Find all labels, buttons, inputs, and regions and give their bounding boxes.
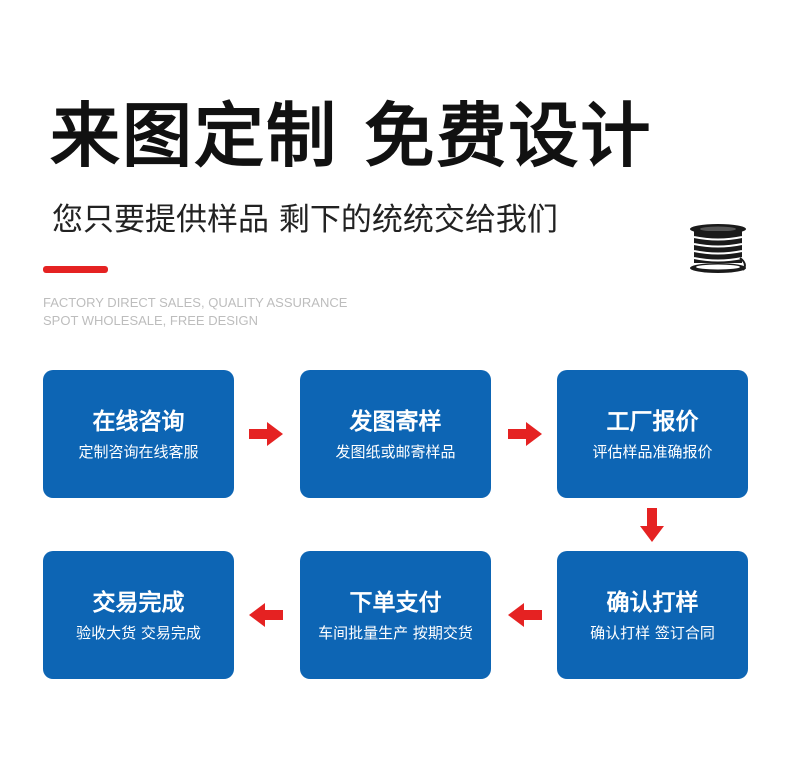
step-desc: 评估样品准确报价 [592,443,713,461]
step-box-2: 发图寄样 发图纸或邮寄样品 [300,370,491,498]
step-box-1: 在线咨询 定制咨询在线客服 [43,370,234,498]
step-desc: 发图纸或邮寄样品 [335,443,456,461]
step-desc: 验收大货 交易完成 [76,624,201,642]
step-box-6: 交易完成 验收大货 交易完成 [43,551,234,679]
step-desc: 车间批量生产 按期交货 [318,624,473,642]
step-desc: 确认打样 签订合同 [590,624,715,642]
page-subtitle: 您只要提供样品 剩下的统统交给我们 [52,202,558,238]
arrow-down-icon [640,508,664,542]
step-title: 交易完成 [92,590,185,616]
arrow-left-icon [508,603,542,627]
step-desc: 定制咨询在线客服 [78,443,199,461]
english-tagline-1: FACTORY DIRECT SALES, QUALITY ASSURANCE [43,295,348,310]
page-title: 来图定制 免费设计 [50,95,653,177]
step-box-5: 下单支付 车间批量生产 按期交货 [300,551,491,679]
step-title: 工厂报价 [606,409,699,435]
arrow-right-icon [249,422,283,446]
arrow-left-icon [249,603,283,627]
accent-bar [43,266,108,273]
step-box-4: 确认打样 确认打样 签订合同 [557,551,748,679]
english-tagline-2: SPOT WHOLESALE, FREE DESIGN [43,313,259,328]
arrow-right-icon [508,422,542,446]
step-box-3: 工厂报价 评估样品准确报价 [557,370,748,498]
step-title: 下单支付 [349,590,442,616]
step-title: 在线咨询 [92,409,185,435]
cable-spool-icon [690,224,746,273]
step-title: 发图寄样 [349,409,442,435]
step-title: 确认打样 [606,590,699,616]
